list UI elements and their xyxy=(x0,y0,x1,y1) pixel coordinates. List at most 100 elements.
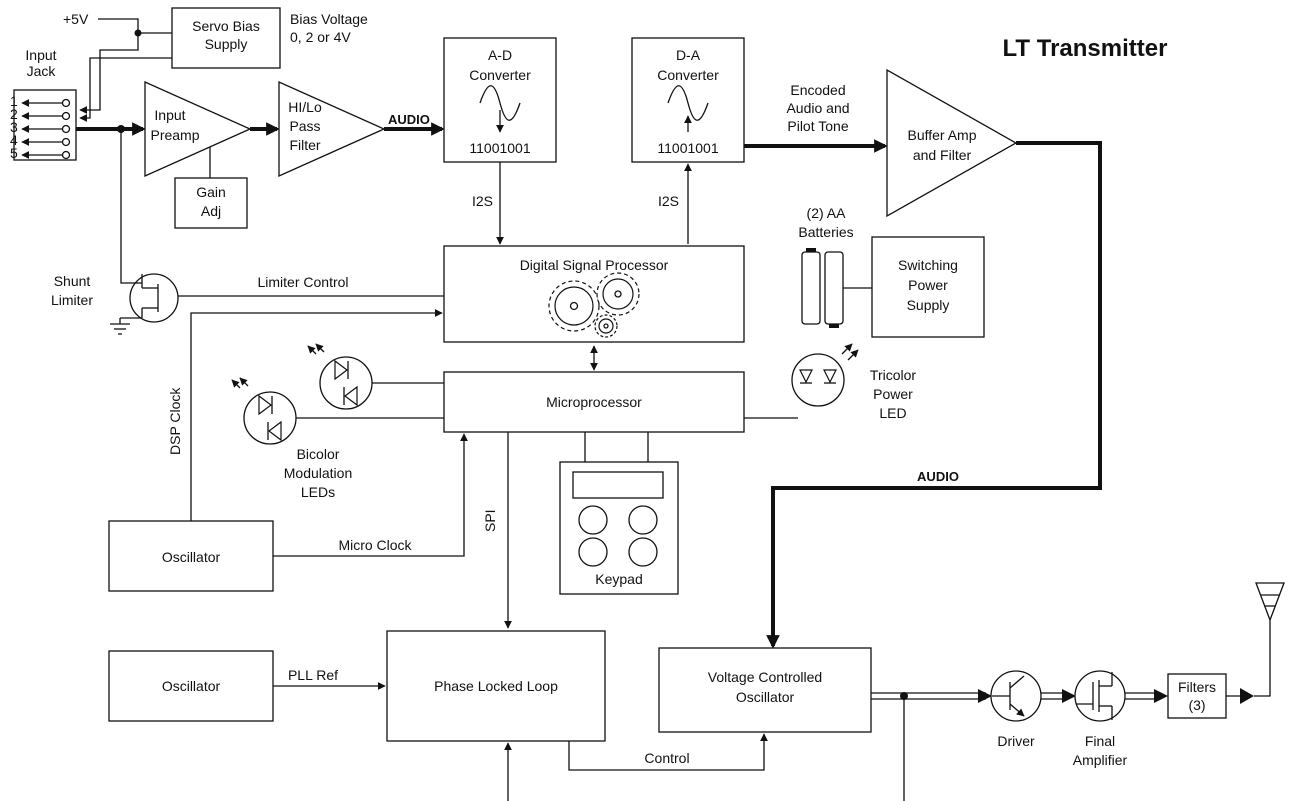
buffer-amp-block: Buffer Amp and Filter xyxy=(886,68,1018,218)
svg-text:Oscillator: Oscillator xyxy=(162,549,221,565)
switching-power-supply-block: Switching Power Supply xyxy=(871,236,985,338)
svg-text:Microprocessor: Microprocessor xyxy=(546,394,642,410)
svg-text:Filters: Filters xyxy=(1178,679,1216,695)
antenna-icon xyxy=(1255,582,1285,622)
i2s-label-left: I2S xyxy=(472,193,493,209)
input-preamp-block: Input Preamp xyxy=(144,80,252,178)
jack-pin-5: 5 xyxy=(10,145,71,161)
oscillator-micro-block: Oscillator xyxy=(108,520,274,592)
dac-block: D-A Converter 11001001 xyxy=(631,37,745,163)
svg-text:Supply: Supply xyxy=(907,297,950,313)
input-jack: Input Jack 1 2 3 4 5 xyxy=(10,47,77,161)
svg-text:1: 1 xyxy=(10,93,18,109)
bicolor-led-icon xyxy=(231,377,297,445)
jack-pin-4: 4 xyxy=(10,132,71,148)
diagram-title: LT Transmitter xyxy=(1003,35,1168,62)
shunt-limiter-label-1: Shunt xyxy=(54,273,91,289)
driver-transistor-icon xyxy=(990,670,1042,722)
spi-label: SPI xyxy=(482,509,498,532)
encoded-label-2: Audio and xyxy=(786,100,849,116)
sine-wave-icon xyxy=(667,85,709,121)
micro-clock-label: Micro Clock xyxy=(338,537,412,553)
svg-text:Converter: Converter xyxy=(657,67,719,83)
oscillator-pll-block: Oscillator xyxy=(108,650,274,722)
svg-text:5: 5 xyxy=(10,145,18,161)
dsp-block: Digital Signal Processor xyxy=(443,245,745,343)
driver-label: Driver xyxy=(997,733,1035,749)
i2s-label-right: I2S xyxy=(658,193,679,209)
control-label: Control xyxy=(644,750,689,766)
servo-bias-supply-block: Servo Bias Supply xyxy=(171,7,281,69)
svg-text:3: 3 xyxy=(10,119,18,135)
shunt-limiter-label-2: Limiter xyxy=(51,292,93,308)
sine-wave-icon xyxy=(479,85,521,121)
final-amp-transistor-icon xyxy=(1074,670,1126,722)
svg-text:D-A: D-A xyxy=(676,47,701,63)
gears-icon xyxy=(548,272,640,338)
svg-text:Adj: Adj xyxy=(201,203,221,219)
encoded-label-1: Encoded xyxy=(790,82,845,98)
pll-block: Phase Locked Loop xyxy=(386,630,606,742)
svg-text:(3): (3) xyxy=(1188,697,1205,713)
svg-text:Preamp: Preamp xyxy=(150,127,199,143)
jack-pin-3: 3 xyxy=(10,119,71,135)
supply-rail: +5V xyxy=(63,11,172,122)
dsp-clock-label: DSP Clock xyxy=(167,387,183,455)
svg-text:2: 2 xyxy=(10,106,18,122)
gain-adj-block: Gain Adj xyxy=(174,177,248,229)
svg-text:Power: Power xyxy=(908,277,948,293)
pll-ref-label: PLL Ref xyxy=(288,667,338,683)
svg-text:Switching: Switching xyxy=(898,257,958,273)
svg-text:Converter: Converter xyxy=(469,67,531,83)
encoded-label-3: Pilot Tone xyxy=(787,118,848,134)
hilo-pass-filter-block: HI/Lo Pass Filter xyxy=(278,80,386,178)
bicolor-label-1: Bicolor xyxy=(297,446,340,462)
svg-text:Gain: Gain xyxy=(196,184,226,200)
svg-text:Buffer Amp: Buffer Amp xyxy=(907,127,976,143)
svg-text:A-D: A-D xyxy=(488,47,512,63)
keypad-block: Keypad xyxy=(559,461,679,595)
svg-text:Servo Bias: Servo Bias xyxy=(192,18,260,34)
svg-text:Filter: Filter xyxy=(289,137,320,153)
svg-text:Voltage Controlled: Voltage Controlled xyxy=(708,669,822,685)
svg-text:Input: Input xyxy=(25,47,56,63)
svg-text:Digital Signal Processor: Digital Signal Processor xyxy=(520,257,669,273)
svg-text:Oscillator: Oscillator xyxy=(162,678,221,694)
svg-text:Supply: Supply xyxy=(205,36,248,52)
audio-label-2: AUDIO xyxy=(917,469,959,484)
final-amp-label-1: Final xyxy=(1085,733,1115,749)
final-amp-label-2: Amplifier xyxy=(1073,752,1128,768)
svg-text:Jack: Jack xyxy=(27,63,57,79)
svg-text:11001001: 11001001 xyxy=(469,140,530,156)
jack-pin-1: 1 xyxy=(10,93,71,109)
svg-text:and Filter: and Filter xyxy=(913,147,972,163)
battery-icon xyxy=(801,248,844,328)
vco-block: Voltage Controlled Oscillator xyxy=(658,647,872,733)
shunt-limiter-transistor xyxy=(110,273,179,335)
svg-text:Pass: Pass xyxy=(289,118,320,134)
svg-text:Oscillator: Oscillator xyxy=(736,689,795,705)
svg-text:HI/Lo: HI/Lo xyxy=(288,99,322,115)
tricolor-led-icon xyxy=(791,343,859,407)
tricolor-label-2: Power xyxy=(873,386,913,402)
audio-label-1: AUDIO xyxy=(388,112,430,127)
svg-text:11001001: 11001001 xyxy=(657,140,718,156)
svg-text:Input: Input xyxy=(154,107,185,123)
svg-text:Keypad: Keypad xyxy=(595,571,642,587)
bicolor-label-3: LEDs xyxy=(301,484,335,500)
jack-pin-2: 2 xyxy=(10,106,71,122)
batteries-label-2: Batteries xyxy=(798,224,853,240)
svg-text:4: 4 xyxy=(10,132,18,148)
supply-label: +5V xyxy=(63,11,89,27)
tricolor-label-1: Tricolor xyxy=(870,367,916,383)
filters-block: Filters (3) xyxy=(1167,673,1227,719)
limiter-control-label: Limiter Control xyxy=(257,274,348,290)
bicolor-led-icon xyxy=(307,343,373,410)
batteries-label-1: (2) AA xyxy=(807,205,847,221)
bias-voltage-label: Bias Voltage xyxy=(290,11,368,27)
svg-text:Phase Locked Loop: Phase Locked Loop xyxy=(434,678,558,694)
bias-voltage-values: 0, 2 or 4V xyxy=(290,29,351,45)
microprocessor-block: Microprocessor xyxy=(443,371,745,433)
